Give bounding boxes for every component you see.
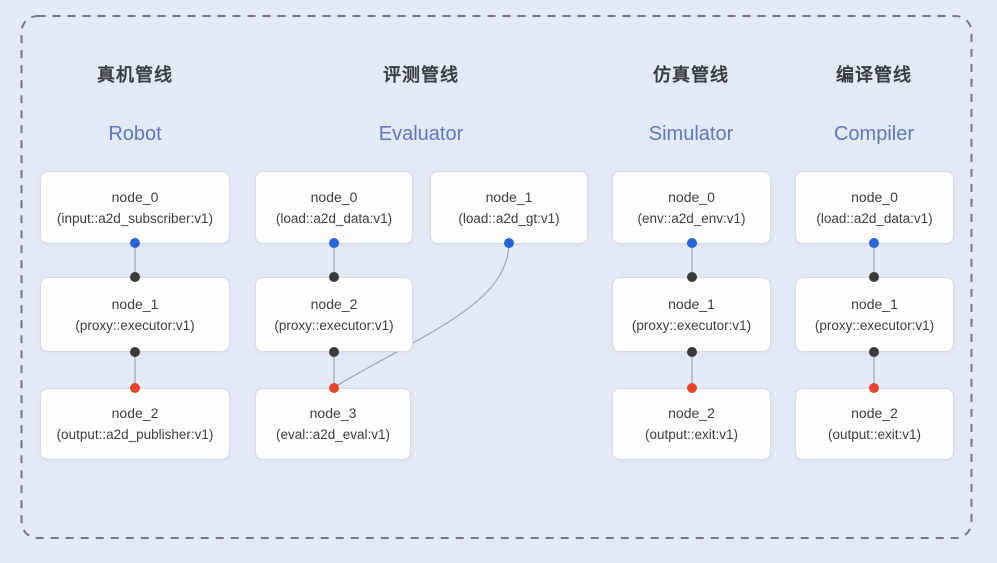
port-input-black-dot xyxy=(869,272,879,282)
node-name: node_1 xyxy=(111,295,159,312)
port-input-black-dot xyxy=(130,272,140,282)
pipeline-title-zh-evaluator: 评测管线 xyxy=(383,65,459,85)
node-evaluator-3: node_3 (eval::a2d_eval:v1) xyxy=(255,388,411,460)
node-evaluator-2: node_2 (proxy::executor:v1) xyxy=(255,277,413,352)
node-name: node_2 xyxy=(111,405,159,421)
node-type: (proxy::executor:v1) xyxy=(274,317,394,333)
node-simulator-1: node_1 (proxy::executor:v1) xyxy=(612,277,771,352)
port-output-blue-dot xyxy=(869,238,879,248)
pipeline-title-zh-robot: 真机管线 xyxy=(97,65,173,85)
node-name: node_2 xyxy=(668,405,715,421)
node-type: (input::a2d_subscriber:v1) xyxy=(56,210,214,226)
pipeline-title-en-simulator: Simulator xyxy=(648,123,734,145)
pipeline-title-en-evaluator: Evaluator xyxy=(378,123,464,145)
pipeline-title-en-robot: Robot xyxy=(108,123,162,145)
port-output-blue-dot xyxy=(687,238,697,248)
node-name: node_2 xyxy=(851,405,898,421)
node-name: node_1 xyxy=(668,295,715,312)
node-type: (output::exit:v1) xyxy=(827,427,922,442)
port-input-red-dot xyxy=(869,383,879,393)
pipeline-group-border xyxy=(20,15,973,539)
port-output-blue-dot xyxy=(504,238,514,248)
node-type: (load::a2d_data:v1) xyxy=(816,210,933,226)
port-output-black-dot xyxy=(687,347,697,357)
node-compiler-2: node_2 (output::exit:v1) xyxy=(795,388,954,460)
port-output-black-dot xyxy=(130,347,140,357)
node-type: (proxy::executor:v1) xyxy=(814,317,935,333)
node-robot-2: node_2 (output::a2d_publisher:v1) xyxy=(40,388,230,460)
port-output-blue-dot xyxy=(329,238,339,248)
node-name: node_1 xyxy=(851,295,898,312)
node-robot-0: node_0 (input::a2d_subscriber:v1) xyxy=(40,171,230,244)
node-type: (output::a2d_publisher:v1) xyxy=(56,427,214,442)
node-type: (load::a2d_gt:v1) xyxy=(458,210,560,226)
node-type: (env::a2d_env:v1) xyxy=(637,210,746,226)
node-type: (output::exit:v1) xyxy=(644,427,739,442)
node-robot-1: node_1 (proxy::executor:v1) xyxy=(40,277,230,352)
node-type: (proxy::executor:v1) xyxy=(631,317,752,333)
node-evaluator-1: node_1 (load::a2d_gt:v1) xyxy=(430,171,588,244)
node-name: node_1 xyxy=(485,188,533,205)
node-evaluator-0: node_0 (load::a2d_data:v1) xyxy=(255,171,413,244)
port-input-black-dot xyxy=(329,272,339,282)
node-simulator-2: node_2 (output::exit:v1) xyxy=(612,388,771,460)
node-name: node_2 xyxy=(310,295,358,312)
port-input-red-dot xyxy=(130,383,140,393)
pipeline-title-zh-compiler: 编译管线 xyxy=(836,65,912,85)
port-output-black-dot xyxy=(869,347,879,357)
node-name: node_0 xyxy=(310,188,358,205)
port-input-red-dot xyxy=(329,383,339,393)
node-name: node_0 xyxy=(111,188,159,205)
node-type: (load::a2d_data:v1) xyxy=(275,210,393,226)
node-name: node_0 xyxy=(851,188,898,205)
node-name: node_3 xyxy=(309,405,357,421)
node-compiler-0: node_0 (load::a2d_data:v1) xyxy=(795,171,954,244)
port-output-blue-dot xyxy=(130,238,140,248)
port-output-black-dot xyxy=(329,347,339,357)
node-name: node_0 xyxy=(668,188,715,205)
edge-eval-1-3-curve xyxy=(335,242,510,387)
node-type: (proxy::executor:v1) xyxy=(75,317,195,333)
port-input-red-dot xyxy=(687,383,697,393)
node-simulator-0: node_0 (env::a2d_env:v1) xyxy=(612,171,771,244)
node-type: (eval::a2d_eval:v1) xyxy=(275,427,391,442)
port-input-black-dot xyxy=(687,272,697,282)
node-compiler-1: node_1 (proxy::executor:v1) xyxy=(795,277,954,352)
pipeline-title-en-compiler: Compiler xyxy=(833,123,915,145)
pipeline-title-zh-simulator: 仿真管线 xyxy=(653,65,729,85)
